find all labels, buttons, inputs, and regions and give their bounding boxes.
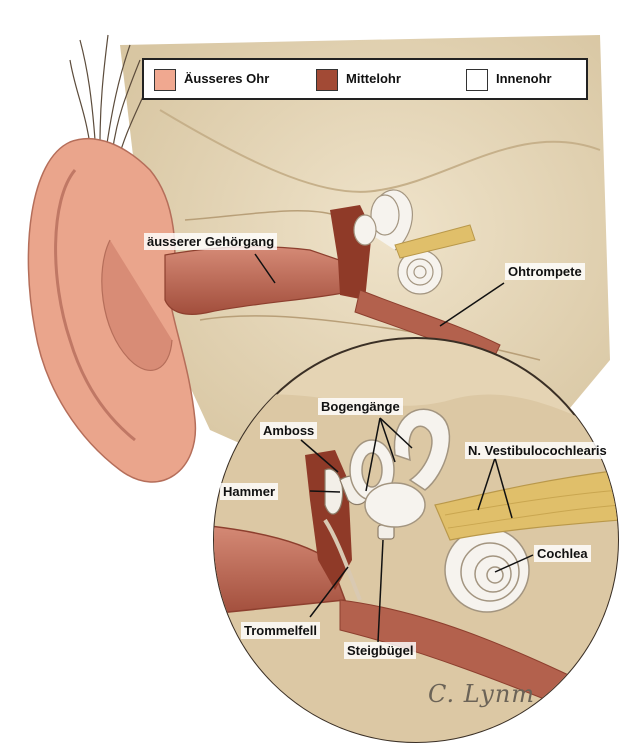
legend-swatch-middle-ear: [316, 69, 338, 91]
artist-signature: C. Lynm: [428, 680, 535, 708]
label-eardrum: Trommelfell: [241, 622, 320, 639]
label-stapes: Steigbügel: [344, 642, 416, 659]
legend-swatch-outer-ear: [154, 69, 176, 91]
label-semicircular-canals: Bogengänge: [318, 398, 403, 415]
legend-label-middle-ear: Mittelohr: [346, 71, 401, 86]
legend-label-inner-ear: Innenohr: [496, 71, 552, 86]
cochlea: [445, 528, 529, 612]
legend-swatch-inner-ear: [466, 69, 488, 91]
label-cochlea: Cochlea: [534, 545, 591, 562]
label-incus: Amboss: [260, 422, 317, 439]
label-outer-canal: äusserer Gehörgang: [144, 233, 277, 250]
legend: Äusseres Ohr Mittelohr Innenohr: [142, 58, 588, 100]
legend-label-outer-ear: Äusseres Ohr: [184, 71, 269, 86]
label-malleus: Hammer: [220, 483, 278, 500]
label-nerve: N. Vestibulocochlearis: [465, 442, 610, 459]
label-eustachian-tube: Ohtrompete: [505, 263, 585, 280]
